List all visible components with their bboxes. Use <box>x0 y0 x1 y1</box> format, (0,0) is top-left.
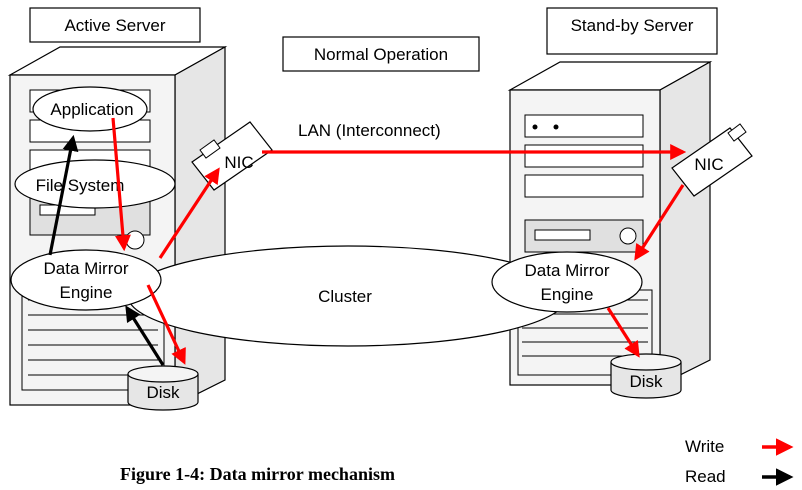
write-arrow-engine-to-nic <box>158 167 220 259</box>
application-label: Application <box>50 100 133 119</box>
disk-active-label: Disk <box>146 383 180 402</box>
nic-standby-label: NIC <box>694 155 723 174</box>
disk-standby-label: Disk <box>629 372 663 391</box>
active-server-label: Active Server <box>64 16 165 35</box>
read-arrow-engine-to-app <box>48 134 79 256</box>
legend-read-label: Read <box>685 467 726 486</box>
data-mirror-standby-line1: Data Mirror <box>524 261 609 280</box>
standby-server-tower <box>507 60 713 386</box>
data-mirror-engine-active: Data Mirror Engine <box>10 249 162 311</box>
normal-operation-label-box: Normal Operation <box>282 36 480 72</box>
file-system-node: File System <box>14 159 176 209</box>
nic-active-label: NIC <box>224 153 253 172</box>
lan-label: LAN (Interconnect) <box>298 121 441 140</box>
cluster-node: Cluster <box>127 245 569 347</box>
disk-standby-node: Disk <box>610 353 682 399</box>
read-arrows <box>48 134 165 366</box>
data-mirror-active-line2: Engine <box>60 283 113 302</box>
cluster-label: Cluster <box>318 287 372 306</box>
figure-caption: Figure 1-4: Data mirror mechanism <box>120 464 395 484</box>
write-arrow-engine-to-disk-standby <box>606 307 640 358</box>
write-arrow-app-to-engine <box>111 117 131 252</box>
data-mirror-active-line1: Data Mirror <box>43 259 128 278</box>
disk-active-node: Disk <box>127 365 199 411</box>
standby-server-label-box: Stand-by Server <box>546 7 718 55</box>
write-arrows <box>111 117 687 365</box>
data-mirror-standby-line2: Engine <box>541 285 594 304</box>
application-node: Application <box>32 86 148 132</box>
write-arrow-nic-to-engine <box>634 184 685 261</box>
normal-operation-label: Normal Operation <box>314 45 448 64</box>
standby-server-label: Stand-by Server <box>571 16 694 35</box>
file-system-label: File System <box>36 176 125 195</box>
active-server-label-box: Active Server <box>29 7 201 43</box>
write-arrow-engine-to-disk-active <box>146 284 186 365</box>
nic-standby-node: NIC <box>671 123 753 197</box>
legend: Write Read <box>685 437 794 486</box>
read-arrow-disk-to-engine <box>125 305 165 366</box>
legend-write-label: Write <box>685 437 724 456</box>
data-mirror-engine-standby: Data Mirror Engine <box>491 251 643 313</box>
